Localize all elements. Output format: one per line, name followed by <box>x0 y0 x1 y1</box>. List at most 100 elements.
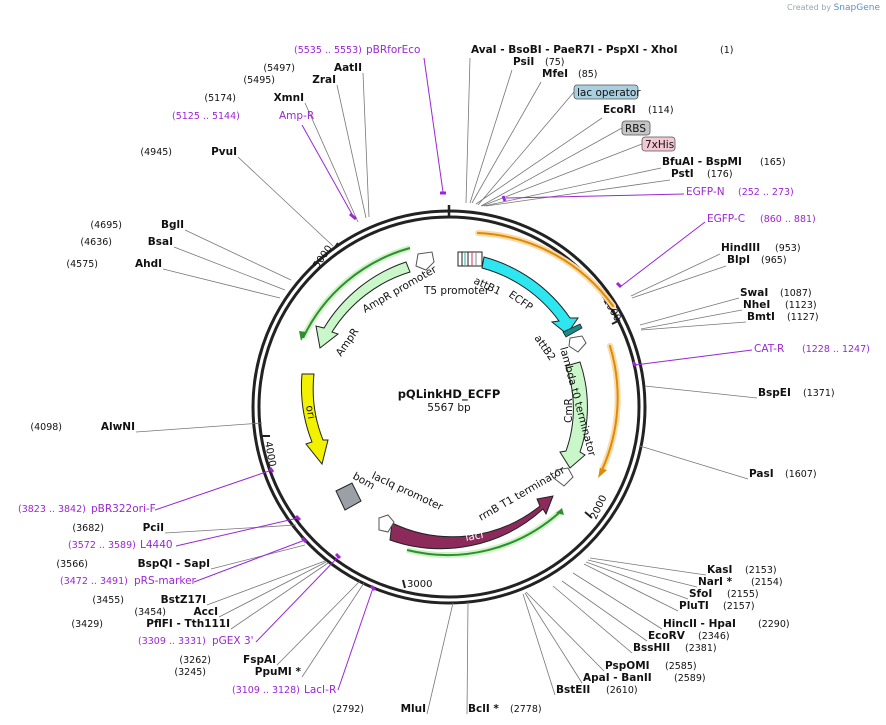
tick-3000: 3000 <box>402 579 432 590</box>
primer-range-p-7: (3572 .. 3589) <box>68 540 136 551</box>
feature-t5-promoter-box <box>457 251 483 267</box>
enzyme-position-e-17: (2157) <box>723 601 755 612</box>
leader-e-35 <box>173 246 286 291</box>
leader-e-30 <box>206 560 326 606</box>
primer-label-p-1: pBRforEco <box>366 44 420 56</box>
enzyme-position-e-14: (2153) <box>745 565 777 576</box>
leader-e-34 <box>162 268 281 299</box>
primer-label-p-7: L4440 <box>140 539 173 551</box>
enzyme-position-e-27: (3262) <box>179 655 211 666</box>
enzyme-label-e-27: FspAI <box>243 654 276 666</box>
primer-label-p-10: LacI-R <box>304 684 336 696</box>
callout-7xhis-label: 7xHis <box>645 139 674 151</box>
enzyme-position-e-28: (3429) <box>71 619 103 630</box>
label-ampr: AmpR <box>334 326 362 359</box>
enzyme-position-e-25: (2792) <box>332 704 364 715</box>
leader-p-1 <box>423 57 444 193</box>
leader-e-2 <box>469 69 513 204</box>
leader-e-17 <box>583 563 679 612</box>
feature-laci <box>389 495 554 550</box>
enzyme-leader-lines <box>135 57 758 715</box>
enzyme-label-e-9: SwaI <box>740 287 768 299</box>
primer-range-p-8: (3472 .. 3491) <box>60 576 128 587</box>
leader-p-7 <box>175 517 299 547</box>
leader-e-38 <box>304 102 359 223</box>
enzyme-label-e-40: AatII <box>334 62 362 74</box>
green-arc-cds <box>299 245 564 559</box>
primer-mark-p-5 <box>631 361 638 367</box>
plasmid-name: pQLinkHD_ECFP <box>398 387 501 402</box>
primer-mark-p-3 <box>501 195 507 202</box>
primer-range-p-4: (860 .. 881) <box>760 214 816 225</box>
primer-label-p-9: pGEX 3' <box>212 635 254 647</box>
leader-p-2 <box>301 124 354 217</box>
enzyme-position-e-16: (2155) <box>727 589 759 600</box>
enzyme-position-e-19: (2346) <box>698 631 730 642</box>
enzyme-label-e-37: PvuI <box>211 146 237 158</box>
callout-7xhis: 7xHis <box>641 136 676 152</box>
enzyme-label-e-12: BspEI <box>758 387 791 399</box>
enzyme-label-e-28: PflFI - Tth111I <box>146 618 230 630</box>
callout-lac-operator: lac operator <box>573 84 641 100</box>
enzyme-labels: AvaI - BsoBI - PaeR7I - PspXI - XhoI(1)P… <box>30 44 834 715</box>
enzyme-position-e-13: (1607) <box>785 469 817 480</box>
leader-e-32 <box>164 524 297 534</box>
enzyme-position-e-38: (5174) <box>204 93 236 104</box>
leader-e-3 <box>471 81 542 204</box>
enzyme-label-e-13: PasI <box>749 468 774 480</box>
enzyme-position-e-29: (3454) <box>134 607 166 618</box>
leader-e-36 <box>184 229 292 281</box>
primer-label-p-5: CAT-R <box>754 343 784 355</box>
leader-e-23 <box>522 593 556 696</box>
primer-mark-p-8 <box>300 536 308 544</box>
enzyme-position-e-1: (1) <box>720 45 733 56</box>
enzyme-label-e-24: BclI * <box>468 703 499 715</box>
enzyme-label-e-36: BglI <box>161 219 184 231</box>
leader-e-24 <box>466 601 469 715</box>
enzyme-position-e-4: (114) <box>648 105 674 116</box>
enzyme-label-e-19: EcoRV <box>648 630 686 642</box>
enzyme-position-e-11: (1127) <box>787 312 819 323</box>
enzyme-label-e-39: ZraI <box>312 74 336 86</box>
leader-p-10 <box>337 587 374 691</box>
leader-e-14 <box>589 557 707 576</box>
leader-e-7 <box>630 253 721 297</box>
primer-mark-p-9 <box>334 552 342 560</box>
leader-p-5 <box>634 349 753 366</box>
leader-e-10 <box>640 309 743 330</box>
leader-e-5 <box>483 167 662 207</box>
feature-bom <box>335 482 362 511</box>
label-t5-promoter: T5 promoter <box>423 285 490 297</box>
enzyme-label-e-31: BspQI - SapI <box>138 558 210 570</box>
snapgene-credit: Created by SnapGene <box>787 3 880 13</box>
leader-e-19 <box>561 580 648 642</box>
callout-rbs: RBS <box>621 120 651 136</box>
primer-range-p-6: (3823 .. 3842) <box>18 504 86 515</box>
leader-p-9 <box>255 555 340 643</box>
feature-ampr <box>315 261 411 349</box>
primer-mark-p-6 <box>268 467 275 473</box>
leader-callout-1 <box>477 91 575 206</box>
label-cmr: CmR <box>563 398 575 423</box>
enzyme-position-e-32: (3682) <box>72 523 104 534</box>
leader-e-25 <box>426 602 454 715</box>
leader-p-4 <box>619 221 706 288</box>
enzyme-position-e-15: (2154) <box>751 577 783 588</box>
credit-brand: SnapGene <box>833 3 880 13</box>
enzyme-label-e-33: AlwNI <box>101 421 135 433</box>
tick-4000-label: 4000 <box>262 441 277 468</box>
feature-rrnb-terminator <box>554 467 574 487</box>
enzyme-label-e-6: PstI <box>671 168 694 180</box>
feature-cmr <box>559 361 588 469</box>
leader-e-29 <box>218 561 327 618</box>
enzyme-label-e-14: KasI <box>707 564 732 576</box>
leader-p-8 <box>193 539 306 583</box>
primer-labels: (5535 .. 5553)pBRforEco(5125 .. 5144)Amp… <box>18 44 870 696</box>
primer-range-p-9: (3309 .. 3331) <box>138 636 206 647</box>
primer-label-p-4: EGFP-C <box>707 213 745 225</box>
leader-e-40 <box>362 72 370 218</box>
primer-range-p-2: (5125 .. 5144) <box>172 111 240 122</box>
leader-e-18 <box>572 572 663 630</box>
enzyme-position-e-30: (3455) <box>92 595 124 606</box>
